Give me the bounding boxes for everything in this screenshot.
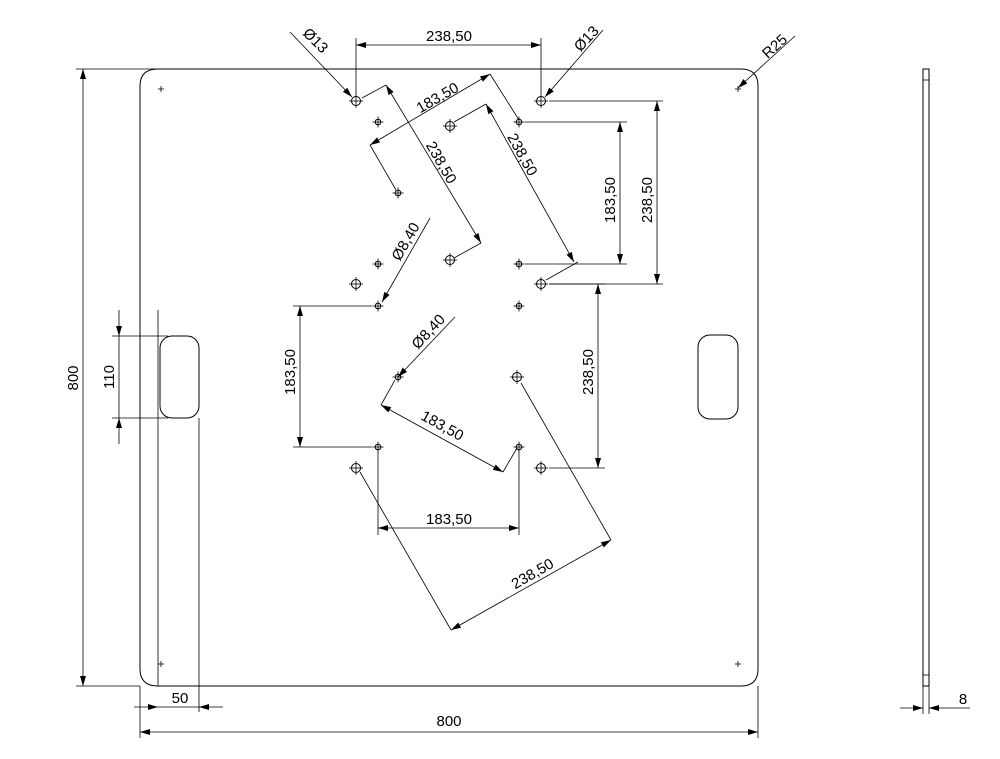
- svg-text:Ø13: Ø13: [571, 23, 603, 55]
- dim-diag-bottom: 238,50: [359, 382, 612, 631]
- svg-text:238,50: 238,50: [422, 139, 460, 187]
- plate-outline: [139, 68, 759, 687]
- svg-text:183,50: 183,50: [414, 79, 462, 117]
- dim-big-hole-right: Ø13: [544, 23, 604, 98]
- svg-text:800: 800: [436, 713, 461, 730]
- svg-text:238,50: 238,50: [426, 28, 472, 45]
- svg-text:Ø8,40: Ø8,40: [409, 311, 449, 352]
- svg-text:Ø13: Ø13: [299, 25, 331, 57]
- svg-text:238,50: 238,50: [639, 177, 656, 223]
- dim-right-vertical-short: 183,50: [525, 121, 627, 265]
- svg-text:183,50: 183,50: [426, 511, 472, 528]
- dim-big-hole-left: Ø13: [289, 25, 353, 98]
- left-handle-slot: [159, 335, 200, 419]
- svg-text:238,50: 238,50: [509, 555, 557, 593]
- dim-top-spacing: 238,50: [355, 28, 542, 95]
- side-view: [922, 68, 930, 687]
- dim-right-lower-vertical: 238,50: [549, 283, 605, 469]
- dim-diag-upper-3: 238,50: [453, 103, 579, 281]
- svg-text:8: 8: [959, 691, 967, 708]
- dim-slot-height: 110: [101, 310, 168, 444]
- dim-diag-lower: 183,50: [380, 379, 518, 473]
- dim-plate-width: 800: [139, 686, 759, 738]
- dim-slot-offset: 50: [134, 690, 223, 710]
- svg-text:238,50: 238,50: [503, 131, 540, 179]
- svg-text:183,50: 183,50: [602, 177, 619, 223]
- dim-corner-radius: R25: [737, 31, 796, 89]
- svg-text:110: 110: [101, 365, 118, 389]
- dim-thickness: 8: [900, 686, 970, 714]
- svg-text:Ø8,40: Ø8,40: [389, 220, 424, 264]
- svg-text:183,50: 183,50: [282, 349, 299, 395]
- svg-text:238,50: 238,50: [580, 349, 597, 395]
- dim-bottom-horizontal: 183,50: [377, 452, 520, 535]
- svg-text:R25: R25: [759, 31, 791, 62]
- right-handle-slot: [697, 334, 739, 420]
- dim-left-vertical: 183,50: [282, 305, 372, 448]
- svg-text:50: 50: [172, 690, 189, 707]
- svg-text:800: 800: [65, 365, 82, 390]
- dim-small-hole-upper: Ø8,40: [381, 217, 431, 303]
- dim-plate-height: 800: [65, 68, 158, 687]
- dim-small-hole-lower: Ø8,40: [397, 311, 456, 378]
